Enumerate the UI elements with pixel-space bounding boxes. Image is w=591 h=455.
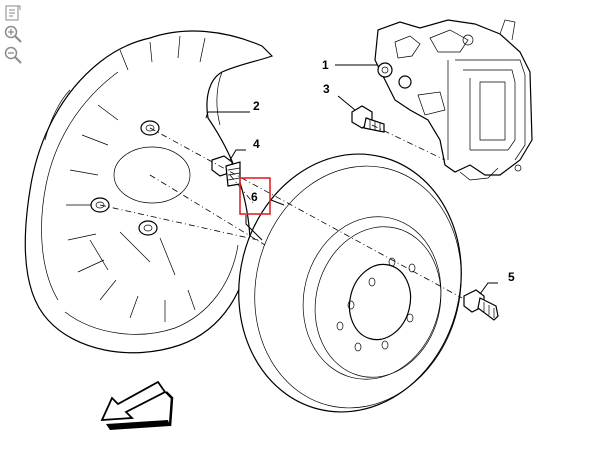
leader-lines [205,64,498,295]
disc-screw[interactable] [463,289,499,321]
zoom-toolbar [3,3,25,66]
zoom-in-tool[interactable] [3,24,23,44]
direction-arrow [100,380,174,430]
callout-5[interactable]: 5 [508,270,515,284]
dust-shield[interactable] [24,30,274,354]
callout-1[interactable]: 1 [322,58,329,72]
brake-disc[interactable] [212,130,488,435]
callout-2[interactable]: 2 [253,99,260,113]
callout-4[interactable]: 4 [253,137,260,151]
caliper-bolt[interactable] [351,105,385,133]
assembly-lines [99,124,463,299]
zoom-out-tool[interactable] [3,45,23,65]
callout-3[interactable]: 3 [323,82,330,96]
brake-caliper[interactable] [374,19,533,181]
callout-6[interactable]: 6 [251,190,258,204]
shield-bolt[interactable] [211,155,241,187]
callout-6-highlight [239,177,271,215]
fit-view-tool[interactable] [3,3,23,23]
